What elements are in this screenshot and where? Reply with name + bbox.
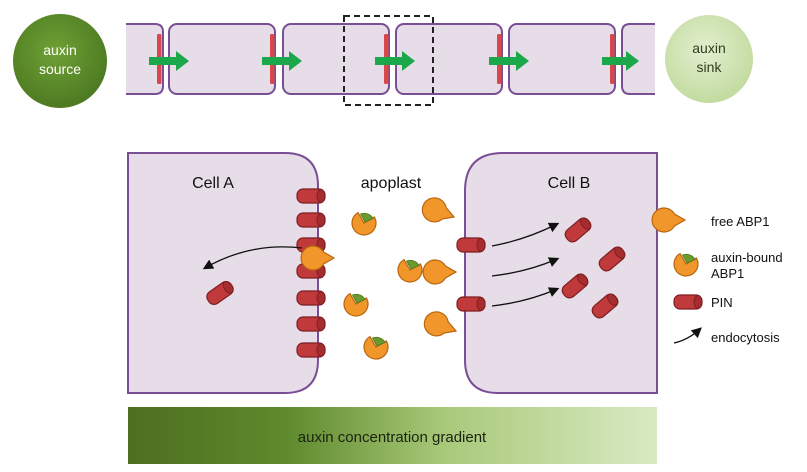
auxin-source-label-line2: source xyxy=(39,61,81,77)
legend-pin-label: PIN xyxy=(711,295,733,310)
auxin-source-circle: auxin source xyxy=(13,14,107,108)
auxin-gradient-bar xyxy=(128,407,657,464)
abp1-bound-1 xyxy=(351,212,377,236)
auxin-sink-label-line2: sink xyxy=(697,59,723,75)
abp1-free-cell-b-1 xyxy=(422,259,457,285)
legend-pin-icon xyxy=(673,294,703,310)
abp1-bound-4 xyxy=(363,336,389,360)
legend-free-abp1-label: free ABP1 xyxy=(711,214,770,229)
abp1-free-apoplast xyxy=(418,193,459,229)
auxin-sink-circle: auxin sink xyxy=(665,15,753,103)
polar-pin-bars xyxy=(157,34,615,84)
cell-b xyxy=(464,152,658,394)
legend-free-abp1-icon xyxy=(651,207,686,233)
legend-endocytosis-label: endocytosis xyxy=(711,330,780,345)
cell-a xyxy=(127,152,319,394)
auxin-sink-label-line1: auxin xyxy=(692,40,725,56)
auxin-gradient-label: auxin concentration gradient xyxy=(298,429,487,446)
apoplast-label: apoplast xyxy=(361,175,422,192)
auxin-source-label-line1: auxin xyxy=(43,42,76,58)
legend-auxin-bound-label-line2: ABP1 xyxy=(711,266,744,281)
abp1-free-cell-b-2 xyxy=(420,307,461,343)
legend-auxin-bound-abp1-icon xyxy=(673,253,699,277)
abp1-bound-2 xyxy=(397,259,423,283)
abp1-bound-3 xyxy=(343,293,369,317)
top-panel: auxin source auxin sink xyxy=(13,14,753,108)
cell-b-endocytosis-arrows xyxy=(491,222,560,307)
cell-a-label: Cell A xyxy=(192,175,234,192)
legend: free ABP1 auxin-bound ABP1 PIN endocytos… xyxy=(651,207,783,345)
cell-a-endocytosis-arrow xyxy=(202,246,303,270)
zoom-selection-box xyxy=(343,15,434,106)
bottom-panel: Cell A Cell B apoplast xyxy=(127,152,658,464)
legend-auxin-bound-label-line1: auxin-bound xyxy=(711,250,783,265)
abp1-free-cell-a xyxy=(300,245,335,271)
legend-endocytosis-arrow-icon xyxy=(673,327,702,344)
auxin-flow-arrows xyxy=(149,51,639,71)
cell-b-label: Cell B xyxy=(548,175,591,192)
